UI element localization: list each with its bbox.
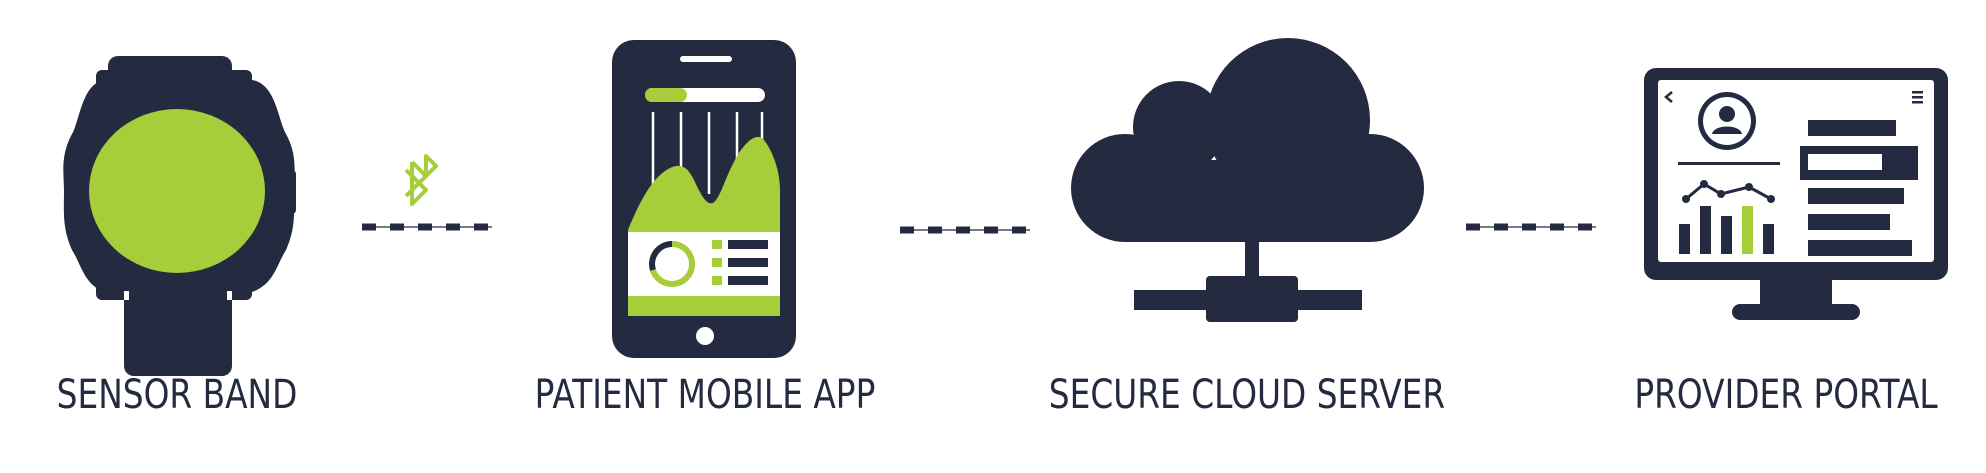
connector-band-to-app [362, 154, 492, 231]
node-label-sensor-band: SENSOR BAND [56, 372, 298, 418]
phone-area-chart [628, 136, 780, 232]
node-label-patient-mobile-app: PATIENT MOBILE APP [534, 372, 876, 418]
smartphone-icon [612, 40, 796, 358]
portal-bar-chart [1679, 206, 1774, 254]
menu-icon [1912, 91, 1923, 104]
node-label-provider-portal: PROVIDER PORTAL [1634, 372, 1938, 418]
back-chevron-icon [1664, 91, 1673, 103]
watch-face [89, 109, 265, 273]
node-label-secure-cloud-server: SECURE CLOUD SERVER [1048, 372, 1446, 418]
monitor-dashboard-icon [1644, 68, 1948, 320]
smartwatch-icon [63, 56, 296, 376]
profile-avatar-icon [1698, 92, 1756, 150]
bluetooth-icon [404, 154, 438, 206]
phone-home-button [696, 327, 714, 345]
phone-progress-fill [645, 88, 687, 102]
cloud-server-icon [1071, 38, 1424, 322]
portal-list-blocks [1800, 120, 1918, 256]
